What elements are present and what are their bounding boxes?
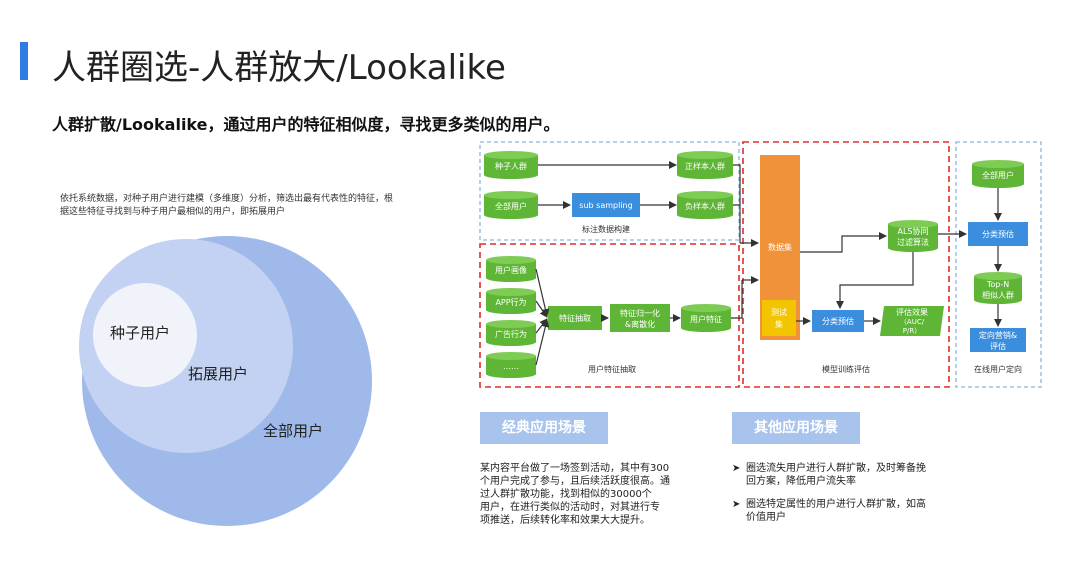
topn-label-1: Top-N (986, 280, 1009, 289)
left-description: 依托系统数据，对种子用户进行建模（多维度）分析，筛选出最有代表性的特征，根据这些… (60, 194, 394, 217)
more-sources-node: …… (486, 352, 536, 378)
classic-scenario-text: 某内容平台做了一场签到活动，其中有300 个用户完成了参与，且后续活跃度很高。通… (480, 462, 710, 527)
model-train-eval-caption: 模型训练评估 (822, 364, 870, 374)
more-sources-label: …… (503, 362, 519, 371)
other-bullet-1-line-2: 回方案，降低用户流失率 (746, 476, 856, 487)
als-node: ALS协同 过滤算法 (888, 220, 938, 252)
seed-users-node: 种子人群 (484, 151, 538, 179)
flow-arrows (535, 161, 1002, 366)
ad-behavior-node: 广告行为 (486, 320, 536, 346)
dataset-label: 数据集 (768, 242, 792, 252)
feature-extract-label: 特征抽取 (559, 313, 591, 323)
user-feature-label: 用户特征 (690, 314, 722, 324)
venn-seed-label: 种子用户 (110, 324, 170, 342)
eval-node: 评估效果 （AUC/ P/R） (880, 306, 944, 336)
online-target-region (955, 141, 1042, 388)
other-bullet-2-line-1: 圈选特定属性的用户进行人群扩散，如高 (746, 499, 926, 510)
other-scenario-label: 其他应用场景 (732, 412, 860, 444)
eval-label-3: P/R） (903, 327, 921, 335)
user-profile-label: 用户画像 (495, 265, 527, 275)
positive-crowd-label: 正样本人群 (685, 161, 725, 171)
online-classify-node: 分类预估 (968, 222, 1028, 246)
classify-predict-label: 分类预估 (822, 316, 854, 326)
sub-sampling-label: sub sampling (579, 201, 632, 210)
other-bullet-2-line-2: 价值用户 (746, 512, 786, 523)
all-users-node: 全部用户 (484, 191, 538, 219)
all-users-label: 全部用户 (495, 201, 527, 211)
eval-label-1: 评估效果 (896, 307, 928, 317)
model-train-region (742, 141, 950, 388)
classic-line-5: 项推送，后续转化率和效果大大提升。 (480, 515, 650, 526)
feature-norm-label-1: 特征归一化 (620, 308, 660, 318)
other-bullet-2: ➤ 圈选特定属性的用户进行人群扩散，如高 价值用户 (732, 498, 952, 528)
other-bullet-1-line-1: 圈选流失用户进行人群扩散，及时筹备挽 (746, 463, 926, 474)
target-marketing-node: 定向营销& 评估 (970, 328, 1026, 352)
testset-label-2: 集 (775, 319, 783, 329)
online-all-users-label: 全部用户 (982, 170, 1014, 180)
ad-behavior-label: 广告行为 (495, 329, 527, 339)
online-classify-label: 分类预估 (982, 229, 1014, 239)
label-build-region (479, 141, 740, 241)
negative-crowd-node: 负样本人群 (677, 191, 733, 219)
positive-crowd-node: 正样本人群 (677, 151, 733, 179)
label-build-caption: 标注数据构建 (582, 224, 630, 234)
sub-sampling-node: sub sampling (572, 193, 640, 217)
testset-node: 测试 集 (762, 300, 796, 336)
target-label-1: 定向营销& (979, 330, 1017, 340)
seed-users-label: 种子人群 (495, 161, 527, 171)
page-subtitle: 人群扩散/Lookalike，通过用户的特征相似度，寻找更多类似的用户。 (52, 115, 560, 134)
venn-expanded-label: 拓展用户 (188, 365, 248, 383)
user-feature-node: 用户特征 (681, 304, 731, 332)
app-behavior-label: APP行为 (495, 297, 526, 307)
eval-label-2: （AUC/ (900, 318, 925, 326)
venn-all-label: 全部用户 (263, 422, 323, 440)
negative-crowd-label: 负样本人群 (685, 201, 725, 211)
classic-line-1: 某内容平台做了一场签到活动，其中有300 (480, 463, 670, 474)
feature-extract-node: 特征抽取 (548, 306, 602, 330)
other-bullet-1: ➤ 圈选流失用户进行人群扩散，及时筹备挽 回方案，降低用户流失率 (732, 462, 952, 492)
venn-diagram: 种子用户 拓展用户 全部用户 (79, 236, 372, 526)
als-label-2: 过滤算法 (897, 237, 929, 247)
user-profile-node: 用户画像 (486, 256, 536, 282)
venn-seed-users-circle (93, 283, 197, 387)
target-label-2: 评估 (990, 341, 1006, 351)
title-accent-bar (20, 42, 28, 80)
testset-label-1: 测试 (771, 307, 787, 317)
classic-line-2: 个用户完成了参与，且后续活跃度很高。通 (480, 476, 670, 487)
topn-label-2: 相似人群 (982, 290, 1014, 300)
topn-node: Top-N 相似人群 (974, 272, 1022, 304)
bullet-arrow-icon: ➤ (732, 499, 741, 510)
bullet-arrow-icon: ➤ (732, 463, 741, 474)
page-title: 人群圈选-人群放大/Lookalike (52, 48, 506, 88)
feature-norm-node: 特征归一化 &离散化 (610, 304, 670, 332)
classic-line-4: 用户，在进行类似的活动时，对其进行专 (480, 502, 660, 513)
feature-extract-region (479, 243, 740, 388)
user-feature-extract-caption: 用户特征抽取 (588, 364, 636, 374)
feature-norm-label-2: &离散化 (625, 319, 655, 329)
online-all-users-node: 全部用户 (972, 160, 1024, 188)
classic-scenario-label: 经典应用场景 (480, 412, 608, 444)
classic-line-3: 过人群扩散功能，找到相似的30000个 (480, 489, 652, 500)
classify-predict-node: 分类预估 (812, 310, 864, 332)
app-behavior-node: APP行为 (486, 288, 536, 314)
als-label-1: ALS协同 (897, 226, 928, 236)
online-target-caption: 在线用户定向 (974, 364, 1022, 374)
